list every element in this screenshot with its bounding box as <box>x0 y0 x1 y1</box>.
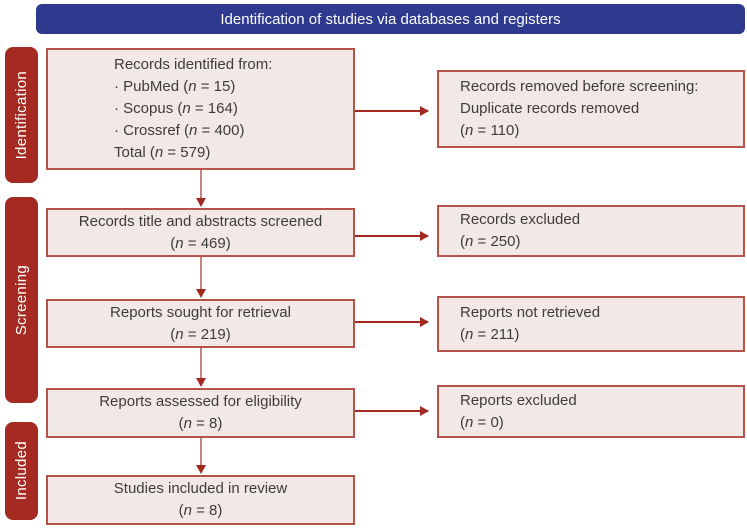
box-records-excluded: Records excluded (n = 250) <box>437 205 745 257</box>
diagram-title-banner: Identification of studies via databases … <box>36 4 745 34</box>
box-reports-not-retrieved: Reports not retrieved (n = 211) <box>437 296 745 352</box>
arrow-right-screened <box>355 231 429 241</box>
box-reports-excluded: Reports excluded (n = 0) <box>437 385 745 438</box>
box-line: Reports assessed for eligibility <box>99 393 302 410</box>
stage-label-included: Included <box>5 422 38 520</box>
stage-label-text: Screening <box>13 264 30 336</box>
box-line: (n = 250) <box>460 233 521 250</box>
box-line: (n = 8) <box>178 502 223 519</box>
box-line: Records removed before screening: <box>460 78 699 95</box>
arrow-right-retrieval <box>355 317 429 327</box>
box-line: Duplicate records removed <box>460 100 640 117</box>
box-line: Studies included in review <box>113 480 288 497</box>
arrow-right-eligibility <box>355 406 429 416</box>
arrow-down-4 <box>196 438 206 474</box>
arrow-down-2 <box>196 257 206 298</box>
stage-label-screening: Screening <box>5 197 38 403</box>
box-line: · Crossref (n = 400) <box>114 122 245 139</box>
stage-label-identification: Identification <box>5 47 38 183</box>
arrow-right-identification <box>355 106 429 116</box>
box-records-identified: Records identified from: · PubMed (n = 1… <box>46 48 355 170</box>
arrow-down-3 <box>196 348 206 387</box>
box-line: · Scopus (n = 164) <box>114 100 238 117</box>
stage-label-text: Included <box>13 441 30 501</box>
box-line: Records identified from: <box>114 56 273 73</box>
box-line: (n = 219) <box>170 325 231 343</box>
box-line: Reports excluded <box>460 391 577 409</box>
box-line: Total (n = 579) <box>114 144 211 161</box>
box-records-screened: Records title and abstracts screened (n … <box>46 208 355 257</box>
box-line: (n = 0) <box>460 413 504 431</box>
box-line: (n = 8) <box>178 415 223 432</box>
box-reports-assessed: Reports assessed for eligibility (n = 8) <box>46 388 355 438</box>
diagram-title: Identification of studies via databases … <box>220 10 561 28</box>
box-reports-sought: Reports sought for retrieval (n = 219) <box>46 299 355 348</box>
box-line: (n = 211) <box>460 326 520 343</box>
arrow-down-1 <box>196 170 206 207</box>
box-line: Records title and abstracts screened <box>78 212 323 230</box>
box-line: (n = 469) <box>170 234 231 252</box>
stage-label-text: Identification <box>13 70 30 160</box>
box-line: Records excluded <box>460 211 581 228</box>
box-studies-included: Studies included in review (n = 8) <box>46 475 355 525</box>
box-line: (n = 110) <box>460 122 520 139</box>
box-line: Reports not retrieved <box>460 304 601 321</box>
box-records-removed: Records removed before screening: Duplic… <box>437 70 745 148</box>
box-line: Reports sought for retrieval <box>110 303 291 321</box>
box-line: · PubMed (n = 15) <box>114 78 236 95</box>
